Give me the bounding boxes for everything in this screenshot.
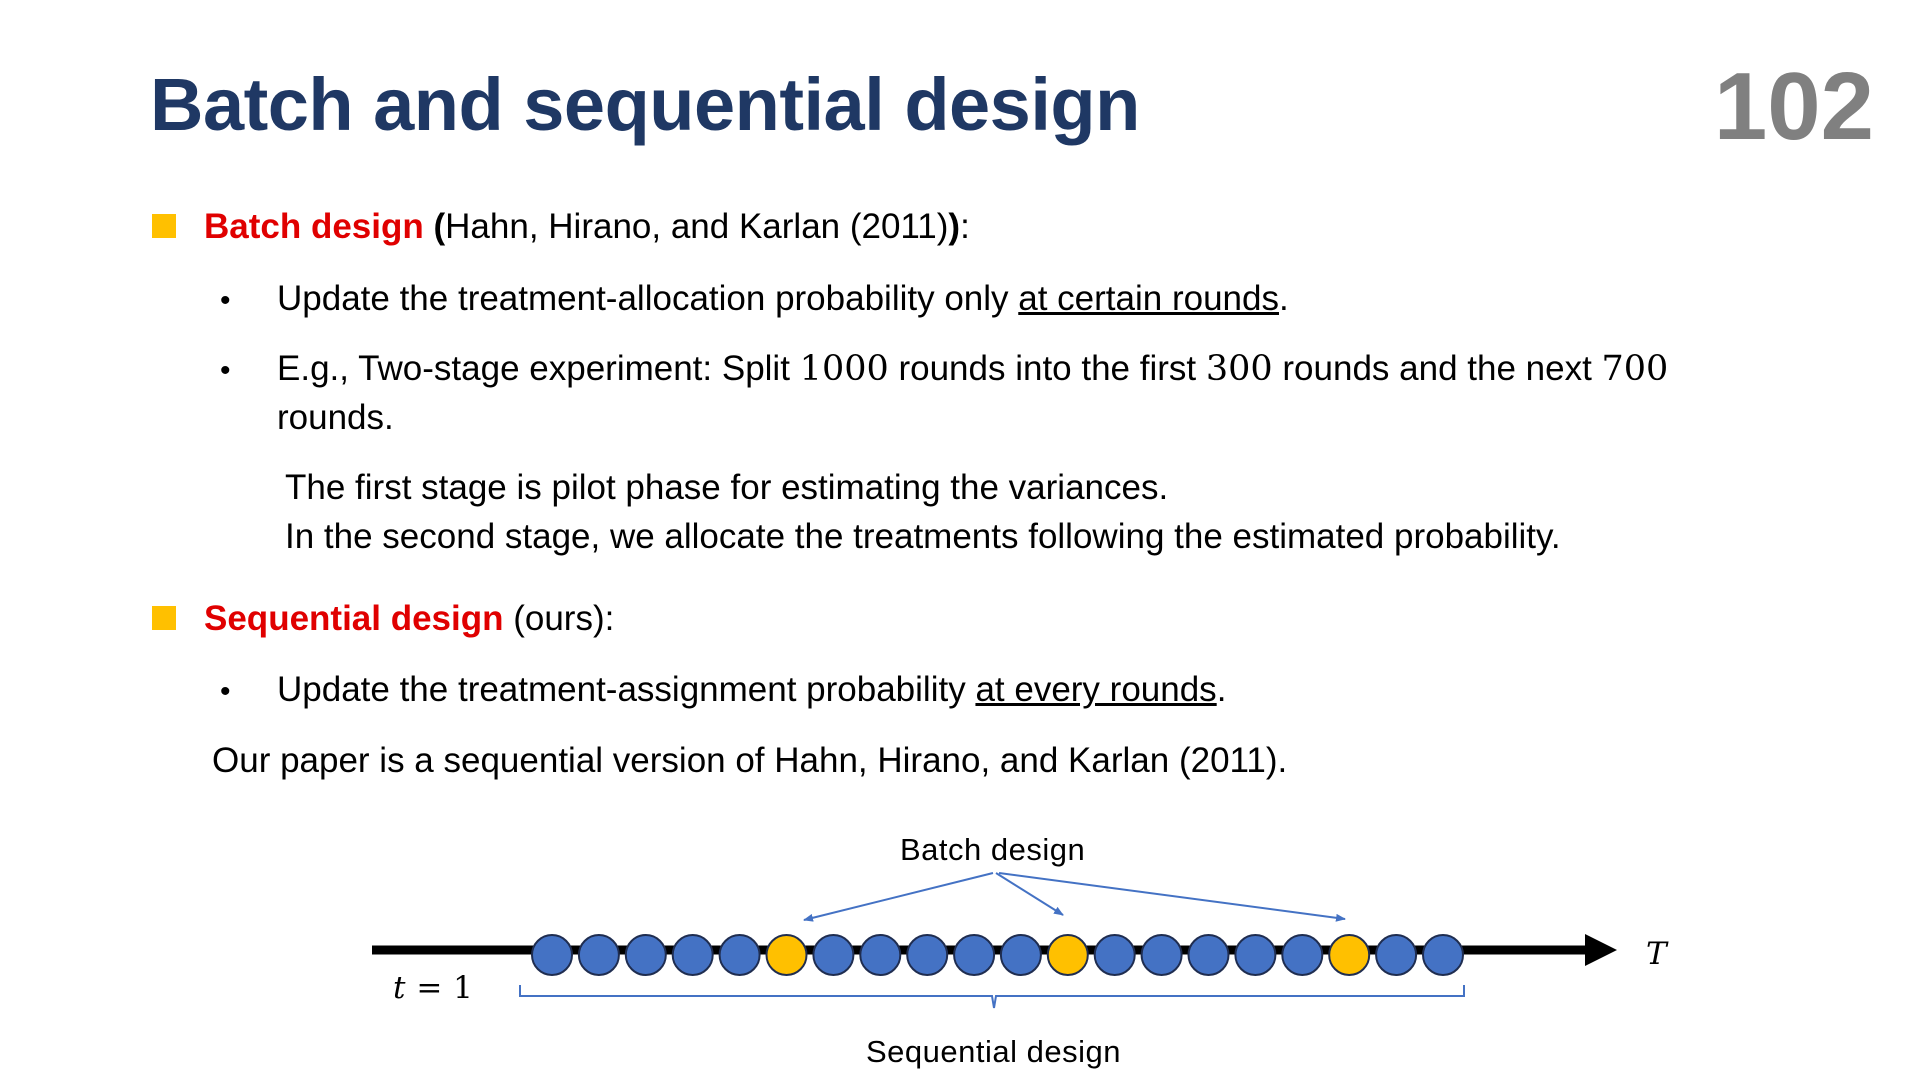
round-circle <box>1140 934 1183 976</box>
round-circle <box>1187 934 1230 976</box>
summary-text: Our paper is a sequential version of Hah… <box>212 741 1288 780</box>
sequential-heading-suffix: (ours): <box>503 599 615 638</box>
round-circles <box>531 934 1464 976</box>
start-label-rest: = 1 <box>405 970 474 1006</box>
sequential-bullet-1-text: Update the treatment-assignment probabil… <box>277 670 976 709</box>
sequential-brace <box>519 985 1465 1009</box>
batch-arrow-1 <box>803 872 994 922</box>
batch-heading: Batch design <box>204 207 424 246</box>
round-circle <box>812 934 855 976</box>
batch-bullet-1-text: Update the treatment-allocation probabil… <box>277 279 1019 318</box>
sequential-bullet-1: Update the treatment-assignment probabil… <box>277 668 1226 712</box>
batch-note-line-2: In the second stage, we allocate the tre… <box>285 517 1561 556</box>
batch-bullet-2: E.g., Two-stage experiment: Split 1000 r… <box>277 347 1668 391</box>
dot-bullet-icon: • <box>220 354 231 387</box>
sequential-heading-line: Sequential design (ours): <box>204 597 614 641</box>
timeline-arrowhead-icon <box>1585 934 1617 966</box>
batch-bullet-1-underlined: at certain rounds <box>1018 279 1279 318</box>
number-300: 300 <box>1205 349 1273 389</box>
round-circle <box>1375 934 1418 976</box>
batch-design-label: Batch design <box>900 832 1086 867</box>
paren-close: ) <box>948 207 961 246</box>
batch-heading-line: Batch design (Hahn, Hirano, and Karlan (… <box>204 205 970 249</box>
sequential-bullet-1-underlined: at every rounds <box>975 670 1217 709</box>
batch-arrow-2 <box>995 872 1064 916</box>
sequential-bullet-1-suffix: . <box>1216 670 1227 709</box>
round-circle <box>718 934 761 976</box>
dot-bullet-icon: • <box>220 284 231 317</box>
batch-bullet-2-part3: rounds and the next <box>1272 349 1602 388</box>
page-number: 102 <box>1713 53 1874 160</box>
number-1000: 1000 <box>799 349 889 389</box>
batch-bullet-2-part2: rounds into the first <box>888 349 1206 388</box>
round-circle <box>1093 934 1136 976</box>
round-circle <box>1234 934 1277 976</box>
batch-round-circle <box>1046 934 1089 976</box>
batch-bullet-2-line2: rounds. <box>277 398 394 437</box>
round-circle <box>906 934 949 976</box>
sequential-design-label: Sequential design <box>866 1034 1121 1069</box>
round-circle <box>671 934 714 976</box>
batch-bullet-2-part1: E.g., Two-stage experiment: Split <box>277 349 800 388</box>
start-label-var: t <box>393 970 406 1006</box>
round-circle <box>577 934 620 976</box>
batch-round-circle <box>1328 934 1371 976</box>
colon: : <box>960 207 970 246</box>
round-circle <box>953 934 996 976</box>
end-label: T <box>1646 936 1668 972</box>
paren-open: ( <box>433 207 446 246</box>
dot-bullet-icon: • <box>220 675 231 708</box>
round-circle <box>624 934 667 976</box>
sequential-heading: Sequential design <box>204 599 504 638</box>
batch-bullet-1-suffix: . <box>1278 279 1289 318</box>
batch-bullet-1: Update the treatment-allocation probabil… <box>277 277 1289 321</box>
number-700: 700 <box>1601 349 1669 389</box>
square-bullet-icon <box>152 214 176 238</box>
square-bullet-icon <box>152 606 176 630</box>
batch-round-circle <box>765 934 808 976</box>
batch-citation: Hahn, Hirano, and Karlan (2011) <box>445 207 949 246</box>
batch-arrow-3 <box>998 872 1346 922</box>
round-circle <box>859 934 902 976</box>
slide-title: Batch and sequential design <box>150 63 1140 146</box>
round-circle <box>1422 934 1464 976</box>
round-circle <box>531 934 573 976</box>
start-label: t = 1 <box>393 970 473 1006</box>
round-circle <box>999 934 1042 976</box>
batch-note-line-1: The first stage is pilot phase for estim… <box>285 468 1169 507</box>
round-circle <box>1281 934 1324 976</box>
